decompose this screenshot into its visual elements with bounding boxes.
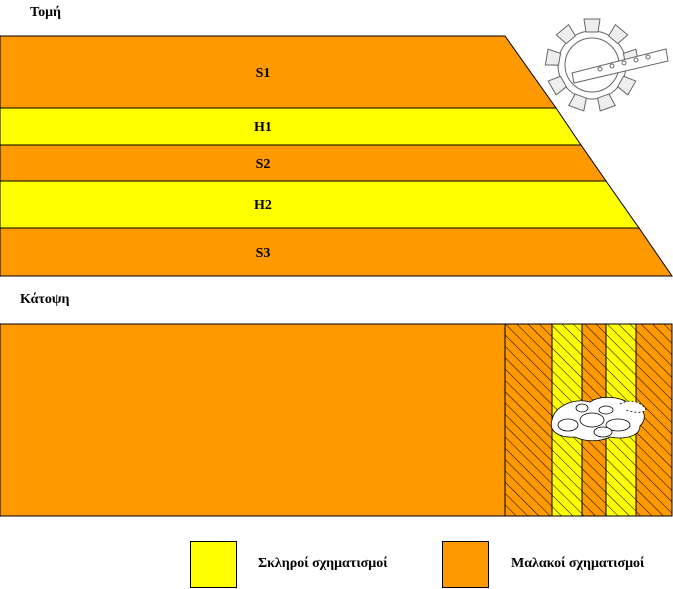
legend-hard-swatch bbox=[190, 541, 237, 588]
layer-label-s2: S2 bbox=[256, 157, 271, 172]
layer-h2 bbox=[0, 180, 640, 229]
legend-hard-label: Σκληροί σχηματισμοί bbox=[258, 556, 388, 571]
layer-label-h2: H2 bbox=[254, 198, 272, 213]
layer-s3 bbox=[0, 227, 673, 277]
legend-soft-label: Μαλακοί σχηματισμοί bbox=[511, 556, 645, 571]
layer-label-s3: S3 bbox=[256, 246, 271, 261]
layer-s1 bbox=[0, 35, 557, 109]
layer-s2 bbox=[0, 144, 607, 182]
legend-soft-swatch bbox=[442, 541, 489, 588]
section-title: Τομή bbox=[30, 5, 61, 20]
plan-title: Κάτοψη bbox=[20, 292, 70, 307]
rotary-cutter-wheel-icon bbox=[544, 18, 669, 112]
plan-strip-s1-hatch bbox=[505, 324, 552, 516]
cross-section: S1 H1 S2 H2 S3 bbox=[0, 35, 673, 277]
plan-soft-area bbox=[0, 323, 506, 517]
layer-h1 bbox=[0, 107, 582, 146]
layer-label-h1: H1 bbox=[254, 120, 272, 135]
rock-debris-icon bbox=[550, 396, 647, 442]
layer-label-s1: S1 bbox=[256, 66, 271, 81]
